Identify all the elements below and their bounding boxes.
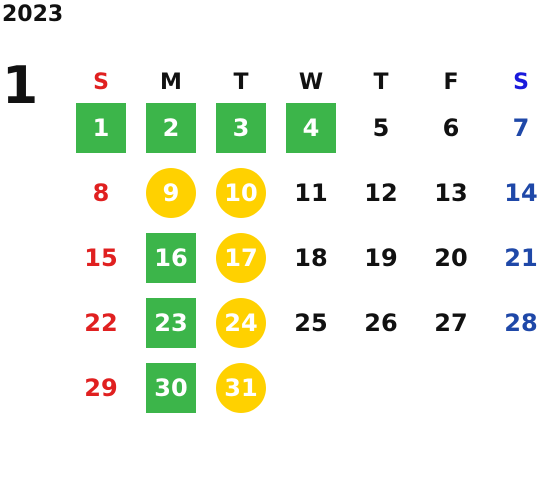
day-cell[interactable]: 24 [206, 297, 276, 348]
day-cell[interactable]: 23 [136, 297, 206, 348]
day-number: 7 [512, 113, 530, 142]
day-number: 19 [364, 243, 398, 272]
week-row: 15 16 17 18 19 20 21 [66, 232, 548, 300]
day-cell[interactable]: 14 [486, 170, 548, 215]
day-cell[interactable]: 1 [66, 102, 136, 153]
day-cell[interactable]: 19 [346, 235, 416, 280]
day-number: 15 [84, 243, 118, 272]
day-cell[interactable]: 21 [486, 235, 548, 280]
day-cell[interactable]: 13 [416, 170, 486, 215]
day-number: 28 [504, 308, 538, 337]
day-number: 9 [146, 167, 196, 218]
day-cell[interactable]: 9 [136, 167, 206, 218]
day-cell[interactable]: 16 [136, 232, 206, 283]
day-cell[interactable]: 10 [206, 167, 276, 218]
weekday-saturday: S [513, 70, 529, 95]
day-cell[interactable]: 20 [416, 235, 486, 280]
day-number: 27 [434, 308, 468, 337]
day-number: 2 [146, 102, 196, 153]
day-cell[interactable]: 18 [276, 235, 346, 280]
day-cell[interactable]: 4 [276, 102, 346, 153]
day-cell[interactable]: 11 [276, 170, 346, 215]
weekday-friday: F [443, 70, 459, 95]
day-number: 29 [84, 373, 118, 402]
day-cell[interactable]: 8 [66, 170, 136, 215]
day-number: 13 [434, 178, 468, 207]
day-cell[interactable]: 31 [206, 362, 276, 413]
weekday-tuesday: T [233, 70, 249, 95]
day-number: 25 [294, 308, 328, 337]
week-row: 29 30 31 [66, 362, 548, 430]
day-cell[interactable]: 5 [346, 105, 416, 150]
day-number: 20 [434, 243, 468, 272]
day-number: 8 [92, 178, 110, 207]
day-number: 24 [216, 297, 266, 348]
day-number: 16 [146, 232, 196, 283]
week-row: 22 23 24 25 26 27 28 [66, 297, 548, 365]
day-cell[interactable]: 2 [136, 102, 206, 153]
day-number: 11 [294, 178, 328, 207]
weekday-thursday: T [373, 70, 389, 95]
day-number: 31 [216, 362, 266, 413]
day-number: 4 [286, 102, 336, 153]
weekday-header-row: S M T W T F S [66, 60, 548, 105]
day-cell[interactable]: 3 [206, 102, 276, 153]
day-cell[interactable]: 15 [66, 235, 136, 280]
day-number: 1 [76, 102, 126, 153]
day-number: 30 [146, 362, 196, 413]
weekday-sunday: S [93, 70, 109, 95]
day-cell[interactable]: 30 [136, 362, 206, 413]
day-number: 5 [372, 113, 390, 142]
day-number: 3 [216, 102, 266, 153]
day-cell[interactable]: 6 [416, 105, 486, 150]
week-row: 1 2 3 4 5 6 7 [66, 102, 548, 170]
day-number: 17 [216, 232, 266, 283]
day-number: 18 [294, 243, 328, 272]
weekday-wednesday: W [298, 70, 324, 95]
day-cell[interactable]: 28 [486, 300, 548, 345]
day-cell[interactable]: 17 [206, 232, 276, 283]
day-number: 23 [146, 297, 196, 348]
day-number: 12 [364, 178, 398, 207]
month-number: 1 [2, 56, 39, 116]
day-cell[interactable]: 26 [346, 300, 416, 345]
year-label: 2023 [2, 2, 64, 27]
weekday-monday: M [160, 70, 182, 95]
day-number: 14 [504, 178, 538, 207]
day-cell[interactable]: 29 [66, 365, 136, 410]
day-number: 6 [442, 113, 460, 142]
day-cell[interactable]: 22 [66, 300, 136, 345]
day-number: 26 [364, 308, 398, 337]
week-row: 8 9 10 11 12 13 14 [66, 167, 548, 235]
day-number: 21 [504, 243, 538, 272]
calendar-grid: S M T W T F S 1 2 3 4 5 6 7 8 9 10 11 12… [66, 60, 548, 430]
day-number: 10 [216, 167, 266, 218]
day-cell[interactable]: 27 [416, 300, 486, 345]
day-number: 22 [84, 308, 118, 337]
day-cell[interactable]: 7 [486, 105, 548, 150]
day-cell[interactable]: 12 [346, 170, 416, 215]
day-cell[interactable]: 25 [276, 300, 346, 345]
